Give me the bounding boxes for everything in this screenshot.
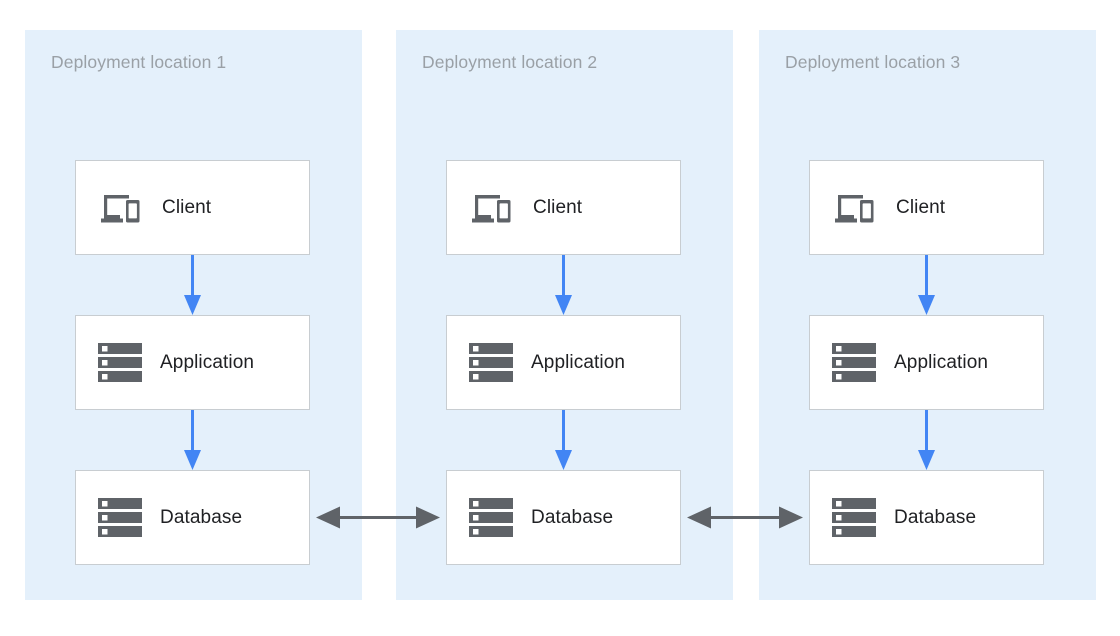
server-icon <box>832 342 876 384</box>
node-client-location-1[interactable]: Client <box>75 160 310 255</box>
panel-label: Deployment location 1 <box>51 52 227 72</box>
server-icon <box>469 497 513 539</box>
node-label: Database <box>160 506 243 528</box>
node-label: Client <box>533 196 583 218</box>
node-database-location-1[interactable]: Database <box>75 470 310 565</box>
server-icon <box>832 497 876 539</box>
panel-label: Deployment location 3 <box>785 52 961 72</box>
node-client-location-2[interactable]: Client <box>446 160 681 255</box>
node-application-location-1[interactable]: Application <box>75 315 310 410</box>
server-icon <box>98 342 142 384</box>
node-label: Application <box>160 351 255 373</box>
node-label: Application <box>894 351 989 373</box>
devices-icon <box>832 190 878 226</box>
node-label: Database <box>531 506 614 528</box>
devices-icon <box>469 190 515 226</box>
node-label: Client <box>896 196 946 218</box>
server-icon <box>98 497 142 539</box>
node-label: Client <box>162 196 212 218</box>
node-application-location-2[interactable]: Application <box>446 315 681 410</box>
node-database-location-3[interactable]: Database <box>809 470 1044 565</box>
node-database-location-2[interactable]: Database <box>446 470 681 565</box>
server-icon <box>469 342 513 384</box>
node-application-location-3[interactable]: Application <box>809 315 1044 410</box>
node-client-location-3[interactable]: Client <box>809 160 1044 255</box>
devices-icon <box>98 190 144 226</box>
node-label: Database <box>894 506 977 528</box>
panel-label: Deployment location 2 <box>422 52 598 72</box>
node-label: Application <box>531 351 626 373</box>
